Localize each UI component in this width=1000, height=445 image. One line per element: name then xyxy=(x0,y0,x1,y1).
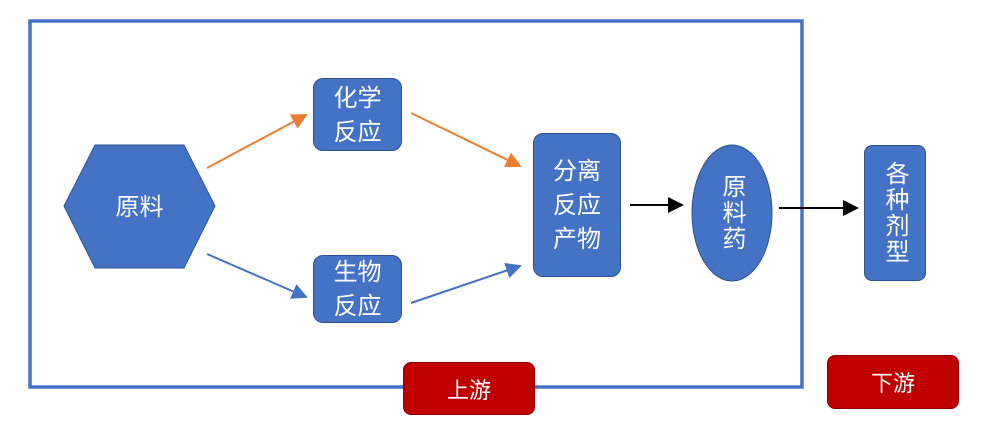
separation-line3: 产物 xyxy=(553,225,601,253)
chemical-reaction-node: 化学 反应 xyxy=(313,78,402,151)
api-ellipse xyxy=(691,144,773,282)
biological-reaction-line1: 生物 xyxy=(333,258,382,286)
biological-reaction-line2: 反应 xyxy=(333,292,382,320)
separation-line2: 反应 xyxy=(553,191,601,219)
api-label: 原料药 xyxy=(718,174,746,252)
upstream-label: 上游 xyxy=(403,362,535,415)
arrow-chemical-to-separation xyxy=(410,112,522,168)
arrow-raw-to-biological xyxy=(206,253,308,299)
raw-material-hexagon xyxy=(63,144,216,269)
biological-reaction-node: 生物 反应 xyxy=(313,255,402,323)
chemical-reaction-line2: 反应 xyxy=(333,117,382,146)
arrow-biological-to-separation xyxy=(410,262,522,304)
dosage-forms-node: 各种剂型 xyxy=(864,145,926,281)
downstream-label: 下游 xyxy=(827,355,959,409)
separation-line1: 分离 xyxy=(553,157,601,185)
chemical-reaction-line1: 化学 xyxy=(333,83,382,112)
arrow-raw-to-chemical xyxy=(206,114,308,169)
separation-product-node: 分离 反应 产物 xyxy=(533,133,621,277)
raw-material-label: 原料 xyxy=(115,192,164,221)
